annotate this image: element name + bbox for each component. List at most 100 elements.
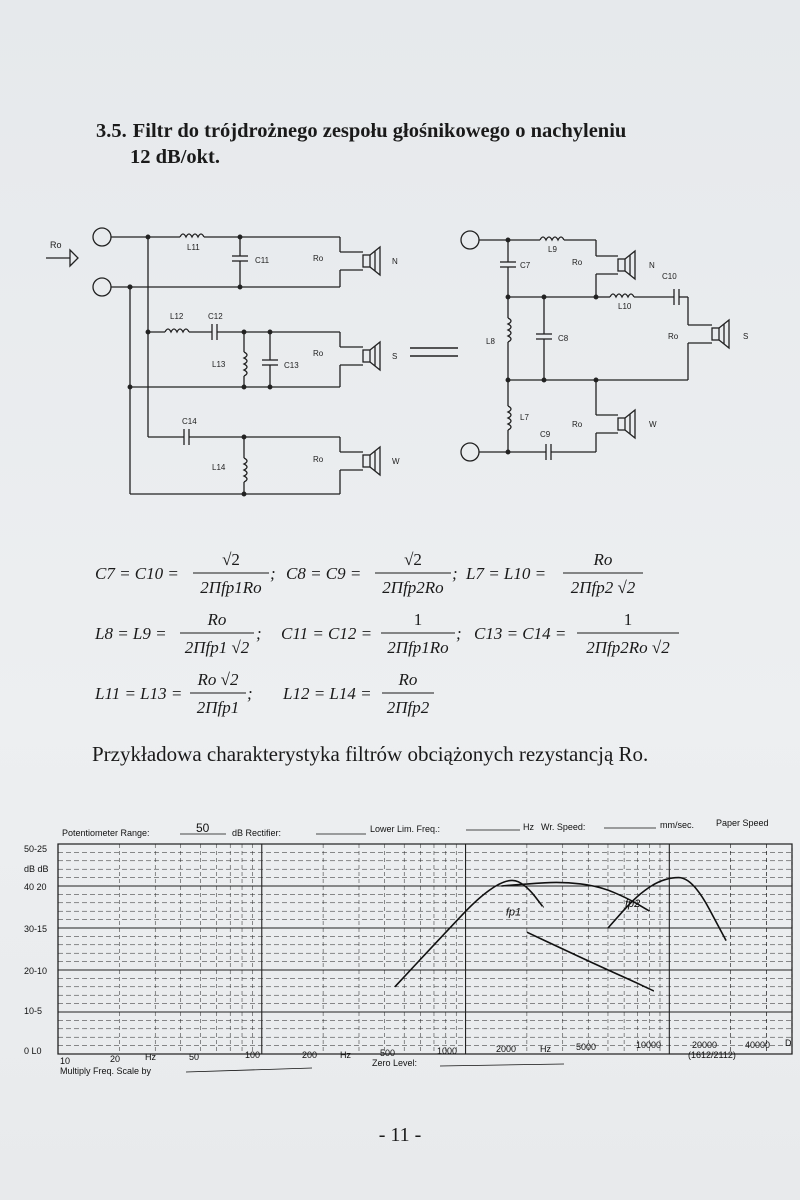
label-L11: L11 <box>187 243 200 252</box>
svg-text:;: ; <box>256 624 262 643</box>
speaker-n-right: N <box>649 261 655 270</box>
formula-numerator: √2 <box>222 550 240 569</box>
multiply-freq-label: Multiply Freq. Scale by <box>60 1066 152 1076</box>
label-L13: L13 <box>212 360 226 369</box>
formula-lhs: L12 = L14 = <box>282 684 372 703</box>
x-label: 100 <box>245 1050 260 1060</box>
x-label: 1000 <box>437 1046 457 1056</box>
formula-l11-l13: L11 = L13 = Ro √2 2Πfp1 ; <box>94 670 253 717</box>
formulas: C7 = C10 = √2 2Πfp1Ro ; C8 = C9 = √2 2Πf… <box>94 550 679 717</box>
formula-denominator: 2Πfp1Ro <box>200 578 261 597</box>
terminal-bottom-right <box>460 442 480 462</box>
formula-c7-c10: C7 = C10 = √2 2Πfp1Ro ; <box>95 550 276 597</box>
response-curve-3 <box>526 931 655 992</box>
section-title-line1: Filtr do trójdrożnego zespołu głośnikowe… <box>132 120 627 142</box>
response-curve-1 <box>394 879 544 988</box>
x-label: Hz <box>340 1050 351 1060</box>
x-label: 20000 <box>692 1040 717 1050</box>
formula-numerator: Ro √2 <box>197 670 239 689</box>
label-L10: L10 <box>618 302 632 311</box>
formula-numerator: Ro <box>207 610 227 629</box>
x-axis-labels: 10 20 Hz 50 100 200 Hz 500 1000 2000 Hz … <box>60 1038 792 1066</box>
x-label: 40000 <box>745 1040 770 1050</box>
label-L8: L8 <box>486 337 495 346</box>
x-label: 500 <box>380 1048 395 1058</box>
y-label: 20-10 <box>24 966 47 976</box>
formula-numerator: √2 <box>404 550 422 569</box>
chart-grid <box>57 843 793 1055</box>
label-C8: C8 <box>558 334 569 343</box>
zero-level-label: Zero Level: <box>372 1058 417 1068</box>
label-C13: C13 <box>284 361 299 370</box>
terminal-top-right <box>460 230 480 250</box>
page-number: - 11 - <box>378 1124 422 1146</box>
x-label: Hz <box>145 1052 156 1062</box>
crossover-schematic: Ro L11 C11 Ro N <box>46 227 748 497</box>
formula-lhs: L11 = L13 = <box>94 684 182 703</box>
label-C7: C7 <box>520 261 531 270</box>
rectifier-label: dB Rectifier: <box>232 828 281 838</box>
formula-lhs: C8 = C9 = <box>286 564 361 583</box>
mm-sec-label: mm/sec. <box>660 820 694 830</box>
formula-lhs: C11 = C12 = <box>281 624 372 643</box>
input-ro-label: Ro <box>50 240 62 250</box>
section-number: 3.5. <box>96 120 127 142</box>
formula-denominator: 2Πfp1 √2 <box>185 638 250 657</box>
y-label: 30-15 <box>24 924 47 934</box>
speaker-w-left: W <box>392 457 400 466</box>
formula-denominator: 2Πfp1Ro <box>387 638 448 657</box>
terminal-bottom-left <box>92 277 112 297</box>
formula-lhs: C13 = C14 = <box>474 624 566 643</box>
recorder-model: (1612/2112) <box>688 1050 736 1060</box>
formula-l7-l10: L7 = L10 = Ro 2Πfp2 √2 <box>465 550 643 597</box>
label-ro-top-right: Ro <box>572 258 583 267</box>
x-label: 2000 <box>496 1044 516 1054</box>
frequency-response-chart: Potentiometer Range: 50 dB Rectifier: Lo… <box>24 818 793 1076</box>
speaker-n-left: N <box>392 257 398 266</box>
formula-lhs: C7 = C10 = <box>95 564 179 583</box>
x-label: Hz <box>540 1044 551 1054</box>
label-ro-top-left: Ro <box>313 254 324 263</box>
lower-lim-label: Lower Lim. Freq.: <box>370 824 440 834</box>
section-heading: 3.5.Filtr do trójdrożnego zespołu głośni… <box>96 118 756 170</box>
speaker-w-right: W <box>649 420 657 429</box>
formula-denominator: 2Πfp2Ro √2 <box>586 638 670 657</box>
label-ro-mid-right: Ro <box>668 332 679 341</box>
formula-denominator: 2Πfp2Ro <box>382 578 443 597</box>
fp2-marker: fp2 <box>625 898 640 910</box>
x-label: 5000 <box>576 1042 596 1052</box>
label-C12: C12 <box>208 312 223 321</box>
formula-l12-l14: L12 = L14 = Ro 2Πfp2 <box>282 670 434 717</box>
svg-text:;: ; <box>247 684 253 703</box>
x-label: 10000 <box>636 1040 661 1050</box>
y-axis-labels: 50-25 dB dB 40 20 30-15 20-10 10-5 0 L0 <box>24 844 49 1056</box>
formula-denominator: 2Πfp2 √2 <box>571 578 636 597</box>
potentiometer-label: Potentiometer Range: <box>62 828 150 838</box>
label-ro-mid-left: Ro <box>313 349 324 358</box>
formula-l8-l9: L8 = L9 = Ro 2Πfp1 √2 ; <box>94 610 262 657</box>
y-label: 40 20 <box>24 882 47 892</box>
speaker-s-right: S <box>743 332 748 341</box>
y-label: 50-25 <box>24 844 47 854</box>
x-label: D <box>785 1038 792 1048</box>
wr-speed-label: Wr. Speed: <box>541 822 585 832</box>
paper-speed-label: Paper Speed <box>716 818 769 828</box>
potentiometer-value: 50 <box>196 821 210 835</box>
formula-denominator: 2Πfp2 <box>387 698 430 717</box>
x-label: 50 <box>189 1052 199 1062</box>
chart-caption: Przykładowa charakterystyka filtrów obci… <box>92 742 649 766</box>
hz-label: Hz <box>523 822 534 832</box>
response-curve-2 <box>501 881 651 912</box>
formula-c11-c12: C11 = C12 = 1 2Πfp1Ro ; <box>281 610 462 657</box>
x-label: 200 <box>302 1050 317 1060</box>
label-C11: C11 <box>255 256 270 265</box>
response-curve-4 <box>607 876 727 941</box>
label-C9: C9 <box>540 430 551 439</box>
formula-lhs: L8 = L9 = <box>94 624 167 643</box>
svg-text:;: ; <box>456 624 462 643</box>
formula-numerator: 1 <box>624 610 633 629</box>
section-title-line2: 12 dB/okt. <box>130 146 220 168</box>
fp1-marker: fp1 <box>506 906 521 918</box>
formula-denominator: 2Πfp1 <box>197 698 240 717</box>
